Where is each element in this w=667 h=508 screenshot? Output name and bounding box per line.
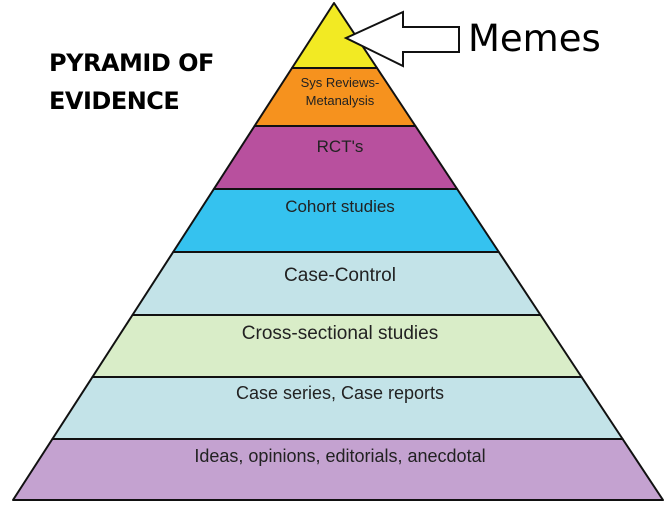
tier-label-1-line-2: Metanalysis [306,93,375,108]
diagram-title: PYRAMID OF EVIDENCE [49,44,214,120]
tier-label-3: Cohort studies [285,197,395,216]
pyramid-tier-7 [12,438,664,501]
pyramid-tier-2 [212,125,459,190]
tier-label-5: Cross-sectional studies [242,323,438,344]
tier-label-7: Ideas, opinions, editorials, anecdotal [194,446,485,466]
title-line-1: PYRAMID OF [49,49,214,77]
tier-label-6: Case series, Case reports [236,383,444,403]
tier-label-1-line-1: Sys Reviews- [301,75,380,90]
callout-label: Memes [468,17,601,60]
tier-label-4: Case-Control [284,265,396,286]
tier-label-2: RCT's [317,137,364,156]
callout-arrow-icon [343,10,460,68]
title-line-2: EVIDENCE [49,87,180,115]
